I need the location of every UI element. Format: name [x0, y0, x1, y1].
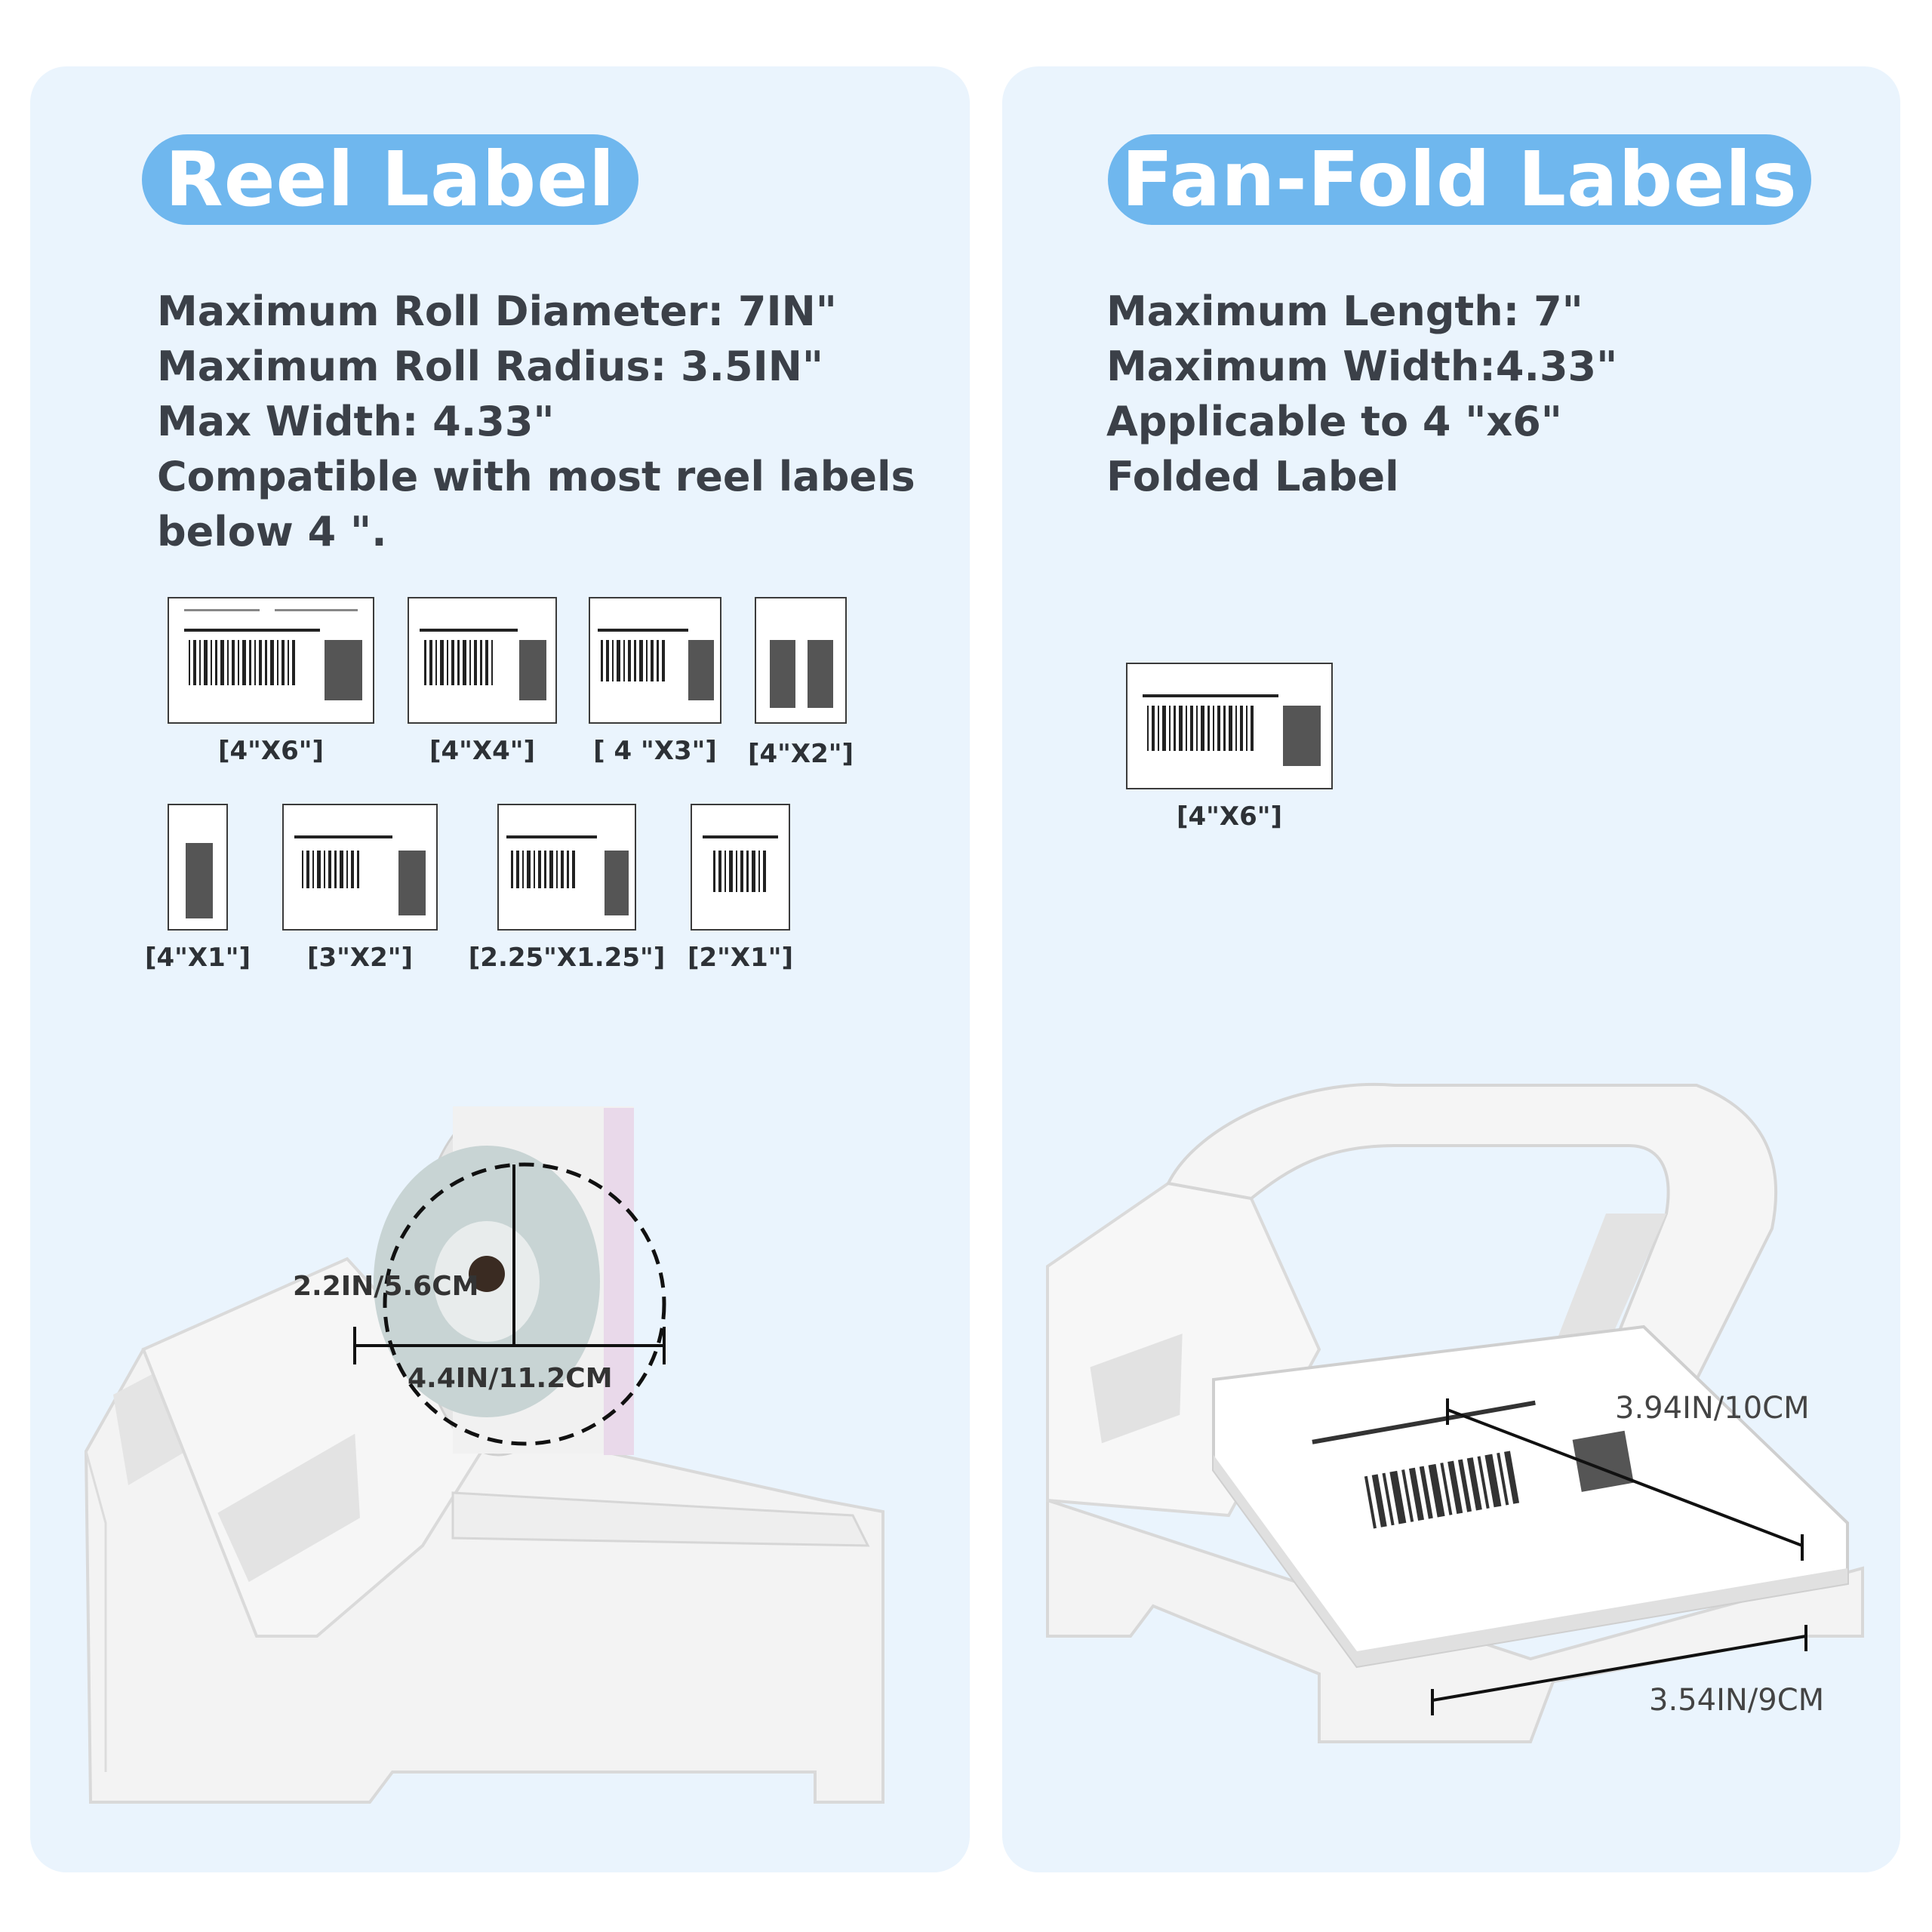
size-caption: [4"X2"] [747, 739, 854, 769]
spec-roll-radius: Maximum Roll Radius: 3.5IN" [157, 343, 824, 390]
barcode-icon [186, 843, 213, 918]
roll-radius-label: 2.2IN/5.6CM [293, 1271, 479, 1302]
reel-label-title: Reel Label [142, 134, 638, 225]
label-thumb-2.25x1.25: [2.25"X1.25"] [469, 804, 665, 973]
size-caption: [4"X4"] [429, 736, 536, 766]
spec-max-width: Maximum Width:4.33" [1106, 343, 1618, 390]
label-thumb-2x1: [2"X1"] [688, 804, 793, 973]
barcode-icon [294, 835, 426, 915]
size-caption: [2.25"X1.25"] [468, 943, 666, 973]
label-thumb-4x1: [4"X1"] [145, 804, 251, 973]
spec-compatible: Compatible with most reel labels [157, 453, 915, 500]
size-caption: [4"X6"] [1176, 801, 1283, 832]
fanfold-label-panel: Fan-Fold Labels Maximum Length: 7" Maxim… [1002, 66, 1900, 1872]
spec-roll-diameter: Maximum Roll Diameter: 7IN" [157, 288, 837, 335]
spec-compatible-cont: below 4 ". [157, 508, 387, 555]
barcode-icon [703, 835, 778, 892]
roll-diameter-label: 4.4IN/11.2CM [408, 1363, 613, 1394]
spec-max-width: Max Width: 4.33" [157, 398, 555, 445]
fanfold-holder-illustration [1046, 1083, 1864, 1743]
width-dim-label: 3.54IN/9CM [1649, 1683, 1825, 1718]
label-thumb-4x3: [ 4 "X3"] [589, 597, 721, 766]
size-caption: [3"X2"] [306, 943, 414, 973]
barcode-icon [1143, 694, 1321, 766]
label-thumb-4x4: [4"X4"] [408, 597, 557, 766]
spec-folded: Folded Label [1106, 453, 1399, 500]
size-caption: [2"X1"] [687, 943, 794, 973]
label-thumb-3x2: [3"X2"] [282, 804, 438, 973]
fanfold-specs: Maximum Length: 7" Maximum Width:4.33" A… [1106, 284, 1617, 504]
size-caption: [4"X1"] [144, 943, 251, 973]
reel-holder-illustration [84, 1106, 884, 1804]
label-thumb-4x6: [4"X6"] [1126, 663, 1333, 832]
size-caption: [ 4 "X3"] [593, 736, 717, 766]
barcode-icon [506, 835, 629, 915]
barcode-icon [770, 640, 833, 708]
size-caption: [4"X6"] [217, 736, 325, 766]
spec-applicable: Applicable to 4 "x6" [1106, 398, 1562, 445]
label-thumb-4x2: [4"X2"] [748, 597, 854, 769]
barcode-icon [420, 629, 546, 700]
roll-diameter-circle [383, 1162, 666, 1446]
barcode-icon [184, 609, 362, 700]
fanfold-label-title: Fan-Fold Labels [1108, 134, 1811, 225]
label-thumb-4x6: [4"X6"] [168, 597, 374, 766]
reel-specs: Maximum Roll Diameter: 7IN" Maximum Roll… [157, 284, 915, 559]
length-dim-label: 3.94IN/10CM [1615, 1391, 1810, 1426]
reel-label-panel: Reel Label Maximum Roll Diameter: 7IN" M… [30, 66, 970, 1872]
spec-max-length: Maximum Length: 7" [1106, 288, 1583, 335]
barcode-icon [598, 629, 714, 700]
